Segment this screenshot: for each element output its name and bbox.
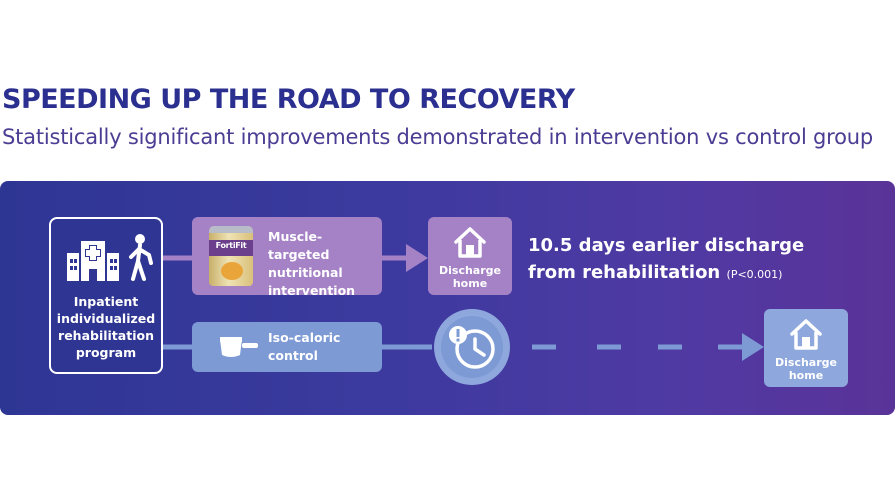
control-box: Iso-caloric control (192, 322, 382, 372)
rehabilitation-program-label: Inpatient individualized rehabilitation … (56, 294, 156, 360)
arrow-to-late-discharge (742, 333, 764, 361)
intervention-discharge-box: Discharge home (428, 217, 512, 295)
house-icon (454, 227, 486, 258)
page-subtitle: Statistically significant improvements d… (2, 125, 874, 149)
result-line-1: 10.5 days earlier discharge (528, 235, 805, 256)
result-line-2: from rehabilitation (528, 262, 721, 283)
product-can-image: FortiFit (209, 226, 253, 286)
clock-alert-icon (434, 309, 510, 385)
control-discharge-box: Discharge home (764, 309, 848, 387)
p-value: (P<0.001) (726, 268, 783, 281)
discharge-label: Discharge home (775, 356, 837, 382)
discharge-label: Discharge home (439, 264, 501, 290)
house-icon (790, 319, 822, 350)
arrow-to-discharge (406, 244, 428, 272)
rehabilitation-program-box: Inpatient individualized rehabilitation … (49, 217, 163, 374)
walking-person-icon (129, 234, 153, 281)
page-title: SPEEDING UP THE ROAD TO RECOVERY (2, 84, 575, 115)
product-brand: FortiFit (215, 241, 247, 250)
hospital-icon (67, 241, 119, 281)
intervention-label: Muscle-targeted nutritional intervention (268, 229, 356, 298)
control-label: Iso-caloric control (268, 330, 341, 363)
scoop-icon (220, 337, 258, 357)
result-statement: 10.5 days earlier discharge from rehabil… (528, 232, 804, 288)
intervention-box: FortiFit Muscle-targeted nutritional int… (192, 217, 382, 298)
